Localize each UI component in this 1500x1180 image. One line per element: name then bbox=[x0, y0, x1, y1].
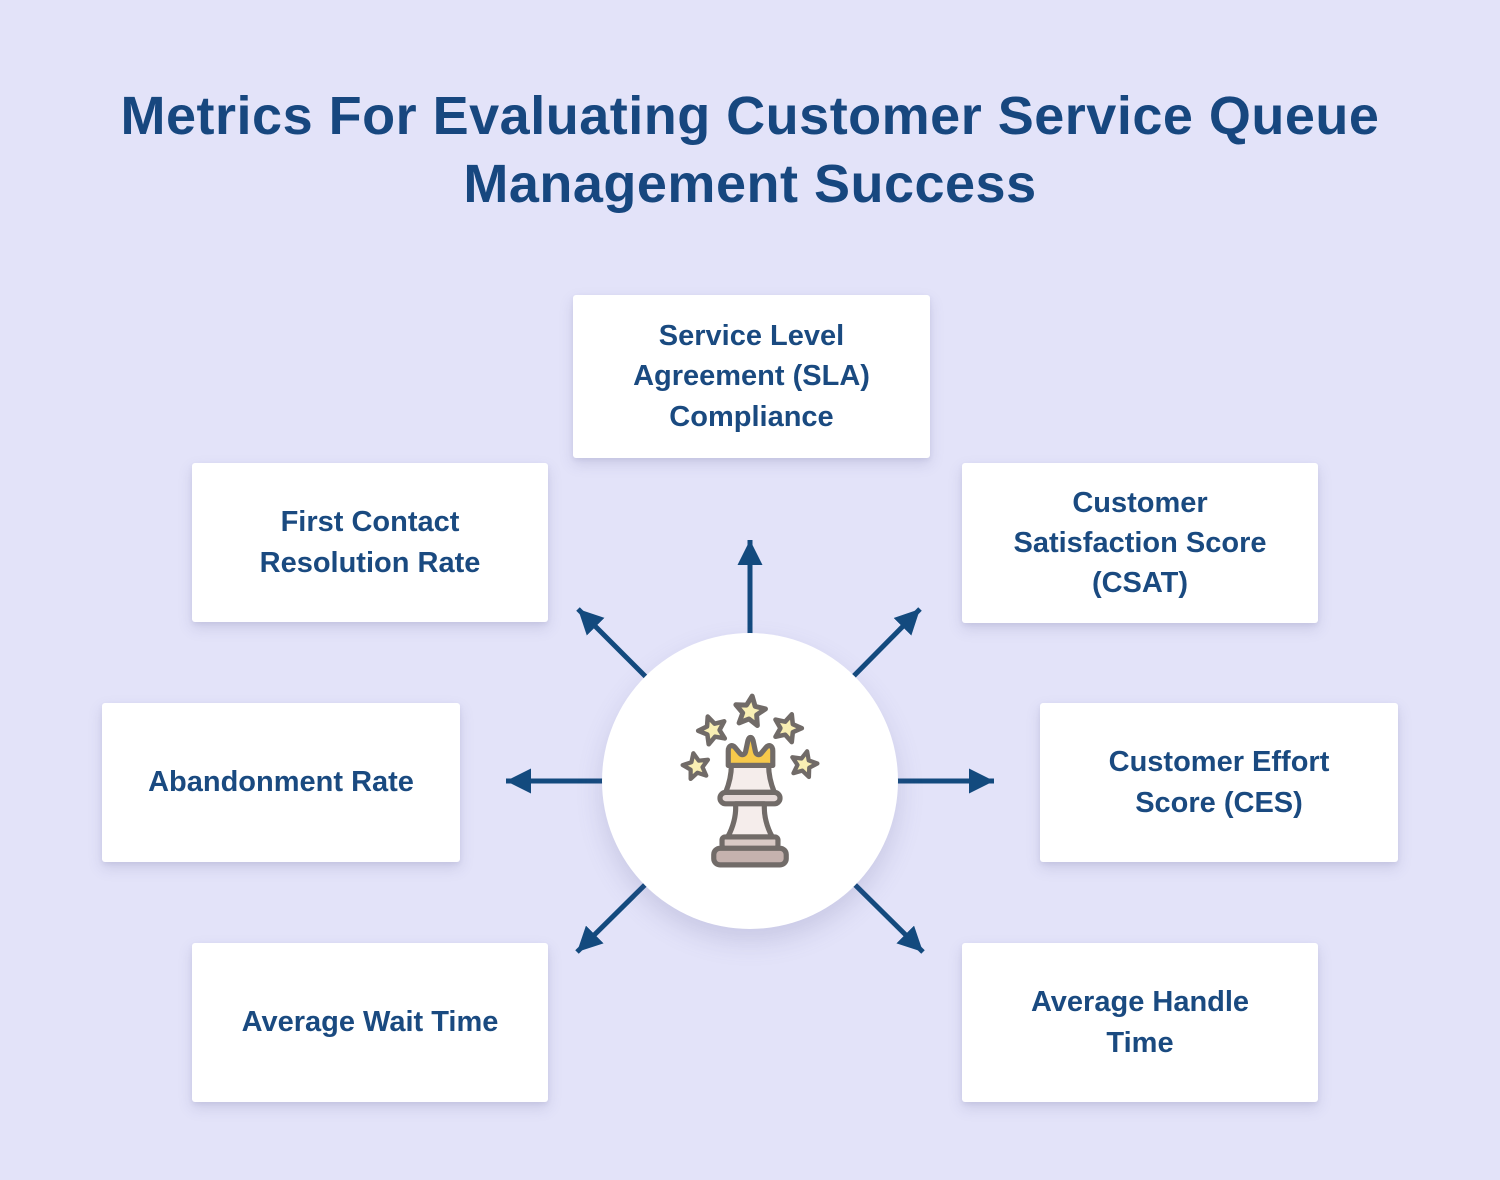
body bbox=[725, 801, 775, 840]
metric-label: Abandonment Rate bbox=[148, 766, 414, 799]
neck bbox=[723, 762, 777, 795]
metric-label: Average Wait Time bbox=[241, 1006, 499, 1039]
crown bbox=[725, 735, 776, 769]
metric-node-ces: Customer Effort Score (CES) bbox=[1040, 703, 1398, 862]
metric-node-abandonment: Abandonment Rate bbox=[102, 703, 460, 862]
chess-piece bbox=[711, 735, 789, 868]
metric-node-csat: Customer Satisfaction Score (CSAT) bbox=[962, 463, 1318, 623]
metric-node-sla: Service Level Agreement (SLA) Compliance bbox=[573, 295, 930, 458]
page-title-line1: Metrics For Evaluating Customer Service … bbox=[120, 86, 1380, 146]
metric-label: Customer Satisfaction Score (CSAT) bbox=[1013, 486, 1267, 599]
metric-node-awt: Average Wait Time bbox=[192, 943, 548, 1102]
metric-label: Customer Effort Score (CES) bbox=[1108, 746, 1330, 819]
page-title: Metrics For Evaluating Customer Service … bbox=[0, 82, 1500, 218]
metric-node-fcr: First Contact Resolution Rate bbox=[192, 463, 548, 622]
chess-queen-with-stars-icon bbox=[670, 693, 830, 868]
metric-label: Average Handle Time bbox=[1030, 986, 1250, 1059]
page-title-line2: Management Success bbox=[463, 154, 1037, 215]
center-circle bbox=[602, 633, 898, 929]
base-bottom bbox=[711, 845, 789, 868]
metric-label: Service Level Agreement (SLA) Compliance bbox=[633, 320, 870, 433]
metric-label: First Contact Resolution Rate bbox=[259, 506, 481, 579]
metric-node-aht: Average Handle Time bbox=[962, 943, 1318, 1102]
